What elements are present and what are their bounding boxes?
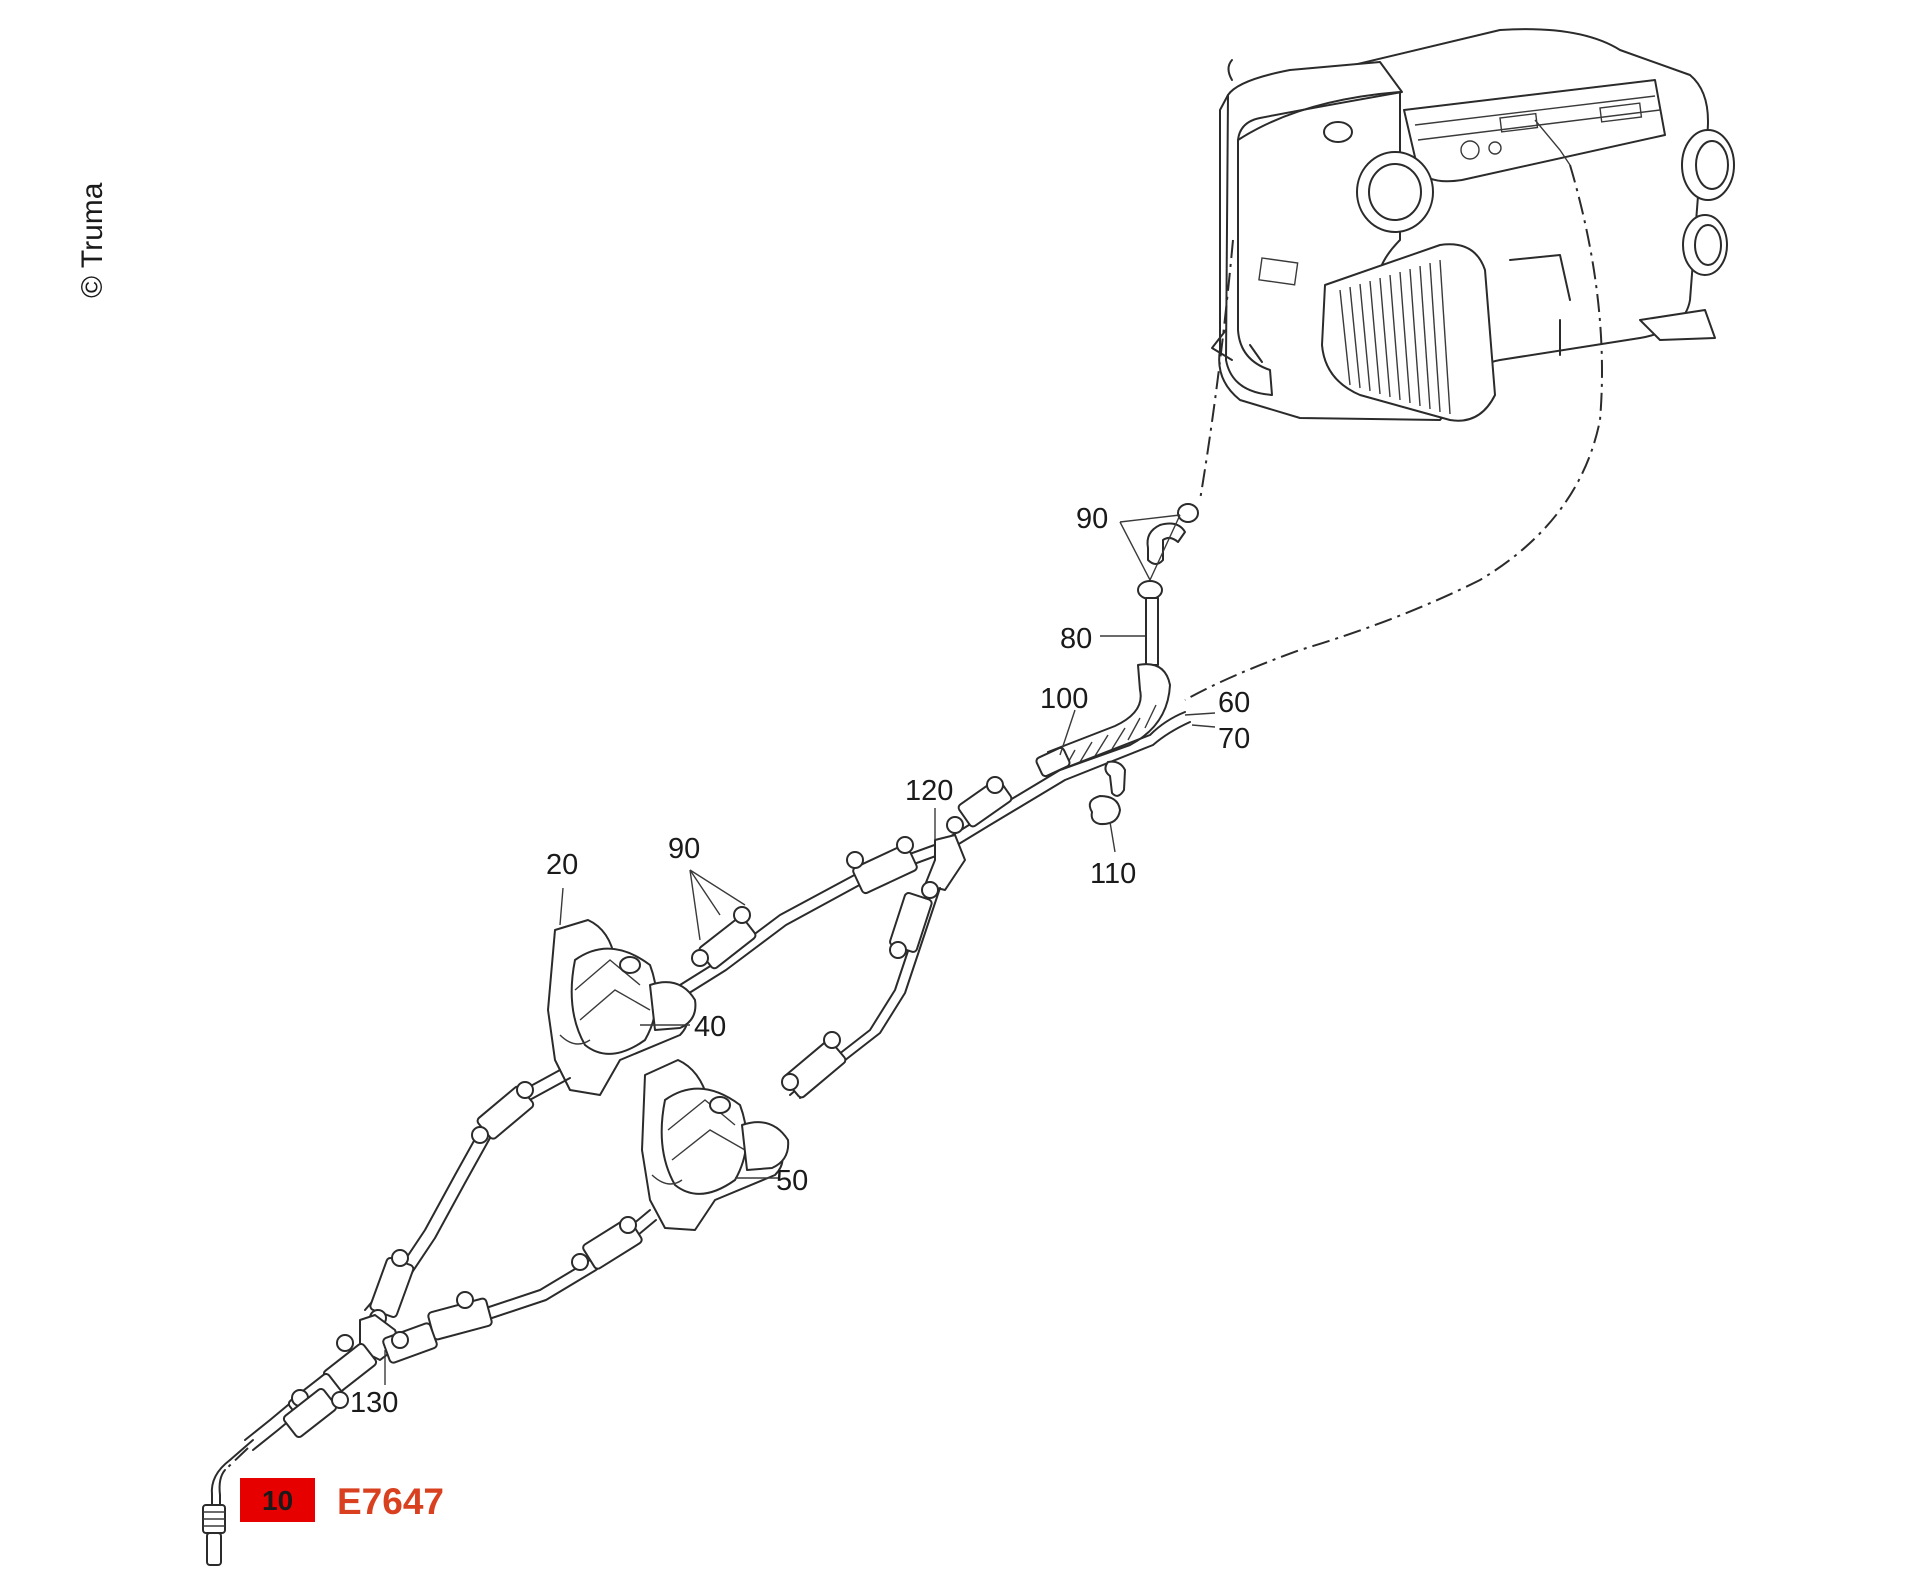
dash-line-heater-to-harness [1184, 164, 1603, 701]
elbow-fitting-90 [1137, 503, 1199, 600]
connector-90-mid [691, 906, 757, 970]
leader-lines [384, 514, 1216, 1385]
highlight-article-code: E7647 [337, 1481, 444, 1522]
cable-end-10 [202, 1439, 254, 1566]
label-60: 60 [1218, 687, 1250, 719]
connector-120-upper [946, 776, 1013, 834]
connector-lower-1 [471, 1081, 535, 1144]
label-120: 120 [905, 775, 953, 807]
label-70: 70 [1218, 723, 1250, 755]
hose-100 [1035, 663, 1171, 778]
label-100: 100 [1040, 683, 1088, 715]
cable-60 [679, 711, 1186, 986]
copyright-text: © Truma [76, 182, 109, 298]
label-50: 50 [776, 1165, 808, 1197]
connector-lower-6 [322, 1334, 378, 1394]
connector-lower-4 [427, 1291, 493, 1341]
highlight-part-box [240, 1478, 315, 1522]
label-90-top: 90 [1076, 503, 1108, 535]
label-130: 130 [350, 1387, 398, 1419]
actuator-40 [547, 919, 697, 1096]
connector-branch-50-a [889, 881, 939, 959]
y-splitter-120 [924, 834, 966, 891]
connector-branch-50-b [781, 1031, 847, 1099]
connector-120-mid [846, 836, 918, 895]
label-80: 80 [1060, 623, 1092, 655]
label-110: 110 [1090, 858, 1136, 890]
label-90-mid: 90 [668, 833, 700, 865]
cable-70 [685, 721, 1191, 996]
label-40: 40 [694, 1011, 726, 1043]
connector-lower-8 [282, 1387, 349, 1439]
heater-unit-drawing [1211, 28, 1735, 422]
dash-line-heater-to-90 [1199, 239, 1234, 501]
actuator-50 [641, 1059, 790, 1231]
connector-lower-3 [571, 1216, 643, 1271]
connector-lower-5 [382, 1322, 438, 1364]
tube-80 [1145, 597, 1159, 666]
clip-110 [1088, 760, 1126, 826]
highlight-part-number: 10 [262, 1485, 293, 1516]
label-20: 20 [546, 849, 578, 881]
